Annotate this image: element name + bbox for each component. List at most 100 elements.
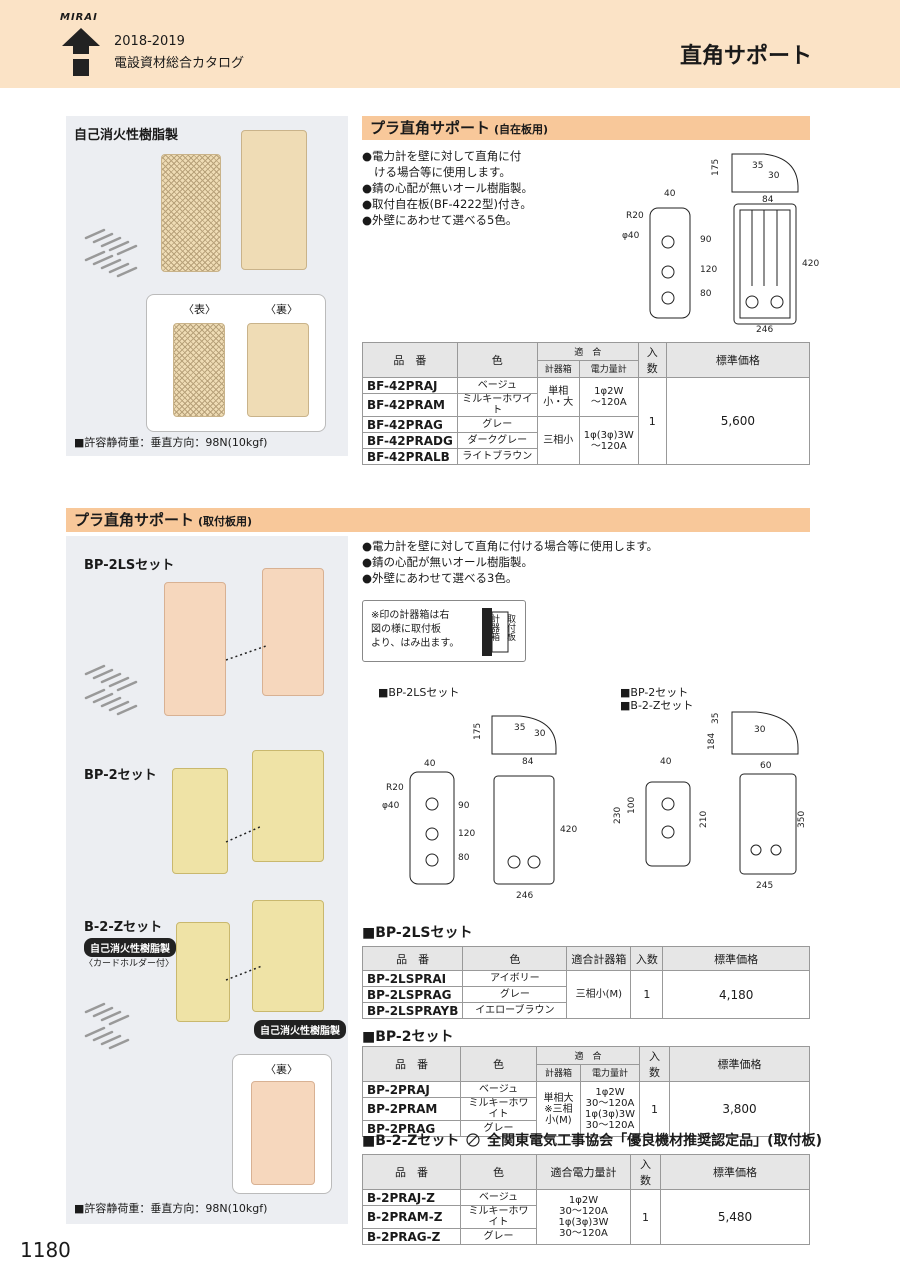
- note-line: ※印の計器箱は右: [371, 610, 450, 621]
- col-code: 品 番: [362, 1154, 461, 1190]
- product-image-side: [241, 130, 307, 270]
- cell-color: ベージュ: [460, 1081, 537, 1098]
- bp2-technical-drawing: 35 184 30 60 40 230 100 210 350 245: [613, 711, 807, 891]
- col-qty: 入数: [638, 1046, 670, 1082]
- dim-420: 420: [802, 259, 819, 269]
- list-item: 錆の心配が無いオール樹脂製。: [362, 554, 658, 570]
- screws-icon: [84, 664, 138, 716]
- col-color: 色: [456, 342, 538, 378]
- dim-120: 120: [458, 829, 475, 839]
- table-row: BP-2LSPRAI アイボリー 三相小(M) 1 4,180: [361, 970, 810, 1019]
- back-view-box: 〈裏〉: [232, 1054, 332, 1194]
- table-row: BF-42PRAJ ベージュ 単相小・大 1φ2W〜120A 1 5,600: [362, 377, 811, 465]
- cell-code: BP-2LSPRAYB: [361, 1002, 464, 1019]
- page-number: 1180: [20, 1238, 71, 1262]
- meter-box-note: ※印の計器箱は右 図の様に取付板 より、はみ出ます。: [362, 600, 526, 662]
- list-item: 電力計を壁に対して直角に付ける場合等に使用します。: [362, 538, 658, 554]
- back-view-image: [251, 1081, 315, 1185]
- dim-84: 84: [522, 757, 534, 767]
- section2-title: プラ直角サポート: [74, 511, 195, 529]
- section1-title: プラ直角サポート: [370, 119, 491, 137]
- catalog-name: 電設資材総合カタログ: [114, 56, 245, 71]
- col-color: 色: [460, 1046, 537, 1082]
- col-code: 品 番: [362, 342, 458, 378]
- table-row: BP-2LSPRAYB イエローブラウン: [361, 1002, 810, 1019]
- bp2-table-title: ■BP-2セット: [362, 1029, 454, 1045]
- mirai-logo: MIRAI: [56, 12, 116, 78]
- col-fit: 適合計器箱: [566, 946, 632, 971]
- cell-code: BP-2LSPRAI: [361, 970, 464, 987]
- dim-35: 35: [711, 713, 721, 724]
- cell-color: グレー: [456, 416, 538, 433]
- col-qty: 入数: [630, 946, 664, 971]
- cell-qty: 1: [637, 377, 667, 465]
- drawing2-label-a: ■BP-2セット: [620, 686, 689, 699]
- dim-90: 90: [458, 801, 470, 811]
- table-header-row: 品 番 色 適 合 入数 標準価格: [362, 342, 811, 378]
- cell-code: BP-2PRAM: [362, 1097, 461, 1121]
- section1-bullets: 電力計を壁に対して直角に付 ける場合等に使用します。 錆の心配が無いオール樹脂製…: [362, 148, 533, 228]
- self-extinguishing-badge-2: 自己消火性樹脂製: [254, 1020, 346, 1039]
- cell-price: 3,800: [668, 1081, 811, 1137]
- bp2ls-technical-drawing: 175 35 30 84 40 R20 φ40 90 120 80 420 24…: [382, 715, 577, 901]
- brand-name: MIRAI: [60, 12, 98, 23]
- logo-mark-icon: [56, 28, 106, 76]
- screws-icon: [84, 228, 138, 278]
- dim-80: 80: [700, 289, 712, 299]
- dim-230: 230: [613, 807, 623, 824]
- list-item: 錆の心配が無いオール樹脂製。: [362, 180, 533, 196]
- dim-35: 35: [752, 161, 763, 171]
- table-row: BF-42PRALB ライトブラウン: [362, 448, 810, 465]
- cell-capacity: 1φ2W〜120A: [578, 377, 639, 417]
- dim-350: 350: [797, 811, 807, 828]
- load-note: ■許容静荷重：垂直方向：98N(10kgf): [74, 436, 268, 449]
- cell-code: BF-42PRADG: [362, 432, 458, 449]
- cell-meter-box: 単相小・大: [536, 377, 580, 417]
- dim-80: 80: [458, 853, 470, 863]
- list-item: 外壁にあわせて選べる5色。: [362, 212, 533, 228]
- section1-image-panel: 自己消火性樹脂製 〈表〉 〈裏〉 ■許容静荷重：垂直方向：98N(10kgf): [66, 116, 348, 456]
- col-color: 色: [460, 1154, 537, 1190]
- front-view-image: [173, 323, 225, 417]
- dim-100: 100: [627, 797, 637, 814]
- bp2ls-support-image: [262, 568, 324, 696]
- table-row: BF-42PRAM ミルキーホワイト: [362, 393, 810, 417]
- dim-184: 184: [707, 733, 717, 750]
- table-row: BP-2PRAG グレー: [362, 1120, 810, 1137]
- section1-title-bar: プラ直角サポート(自在板用): [362, 116, 810, 140]
- label-bp2ls: BP-2LSセット: [84, 558, 175, 573]
- col-fit: 適 合: [536, 342, 639, 361]
- bp2ls-spec-table: 品 番 色 適合計器箱 入数 標準価格 BP-2LSPRAI アイボリー 三相小…: [361, 946, 810, 1019]
- cell-meter-box: 単相大※三相小(M): [536, 1081, 581, 1137]
- bp2-spec-table: 品 番 色 適 合 入数 標準価格 計器箱 電力量計 BP-2PRAJ ベージュ…: [362, 1046, 811, 1137]
- cell-qty: 1: [630, 1189, 661, 1245]
- catalog-year: 2018-2019: [114, 34, 185, 49]
- dim-40: 40: [664, 189, 676, 199]
- page-header: MIRAI 2018-2019 電設資材総合カタログ 直角サポート: [0, 0, 900, 88]
- dim-84: 84: [762, 195, 774, 205]
- section2-image-panel: BP-2LSセット BP-2セット B-2-Zセット 自己消火性樹脂製 〈カード…: [66, 536, 348, 1224]
- table-row: B-2PRAG-Z グレー: [362, 1228, 810, 1245]
- section2-subtitle: (取付板用): [198, 515, 253, 528]
- cell-code: B-2PRAJ-Z: [362, 1189, 461, 1206]
- table-row: BP-2PRAM ミルキーホワイト: [362, 1097, 810, 1121]
- dim-40: 40: [424, 759, 436, 769]
- dim-210: 210: [699, 811, 709, 828]
- front-label: 〈表〉: [183, 303, 216, 316]
- col-price: 標準価格: [662, 946, 810, 971]
- cell-color: ダークグレー: [456, 432, 538, 449]
- drawing2-label-b: ■B-2-Zセット: [620, 699, 694, 712]
- cell-color: ミルキーホワイト: [460, 1205, 537, 1229]
- cell-qty: 1: [638, 1081, 670, 1137]
- col-fit: 適 合: [536, 1046, 640, 1065]
- cell-capacity: 1φ(3φ)3W〜120A: [578, 416, 639, 465]
- note-line: より、はみ出ます。: [371, 638, 460, 649]
- section1-subtitle: (自在板用): [494, 123, 549, 136]
- bp2-support-image: [252, 750, 324, 862]
- b2z-spec-table: 品 番 色 適合電力量計 入数 標準価格 B-2PRAJ-Z ベージュ 1φ2W…: [362, 1154, 810, 1245]
- table-row: BP-2LSPRAG グレー: [361, 986, 810, 1003]
- dim-246: 246: [516, 891, 533, 901]
- col-code: 品 番: [361, 946, 464, 971]
- cell-price: 4,180: [662, 970, 810, 1019]
